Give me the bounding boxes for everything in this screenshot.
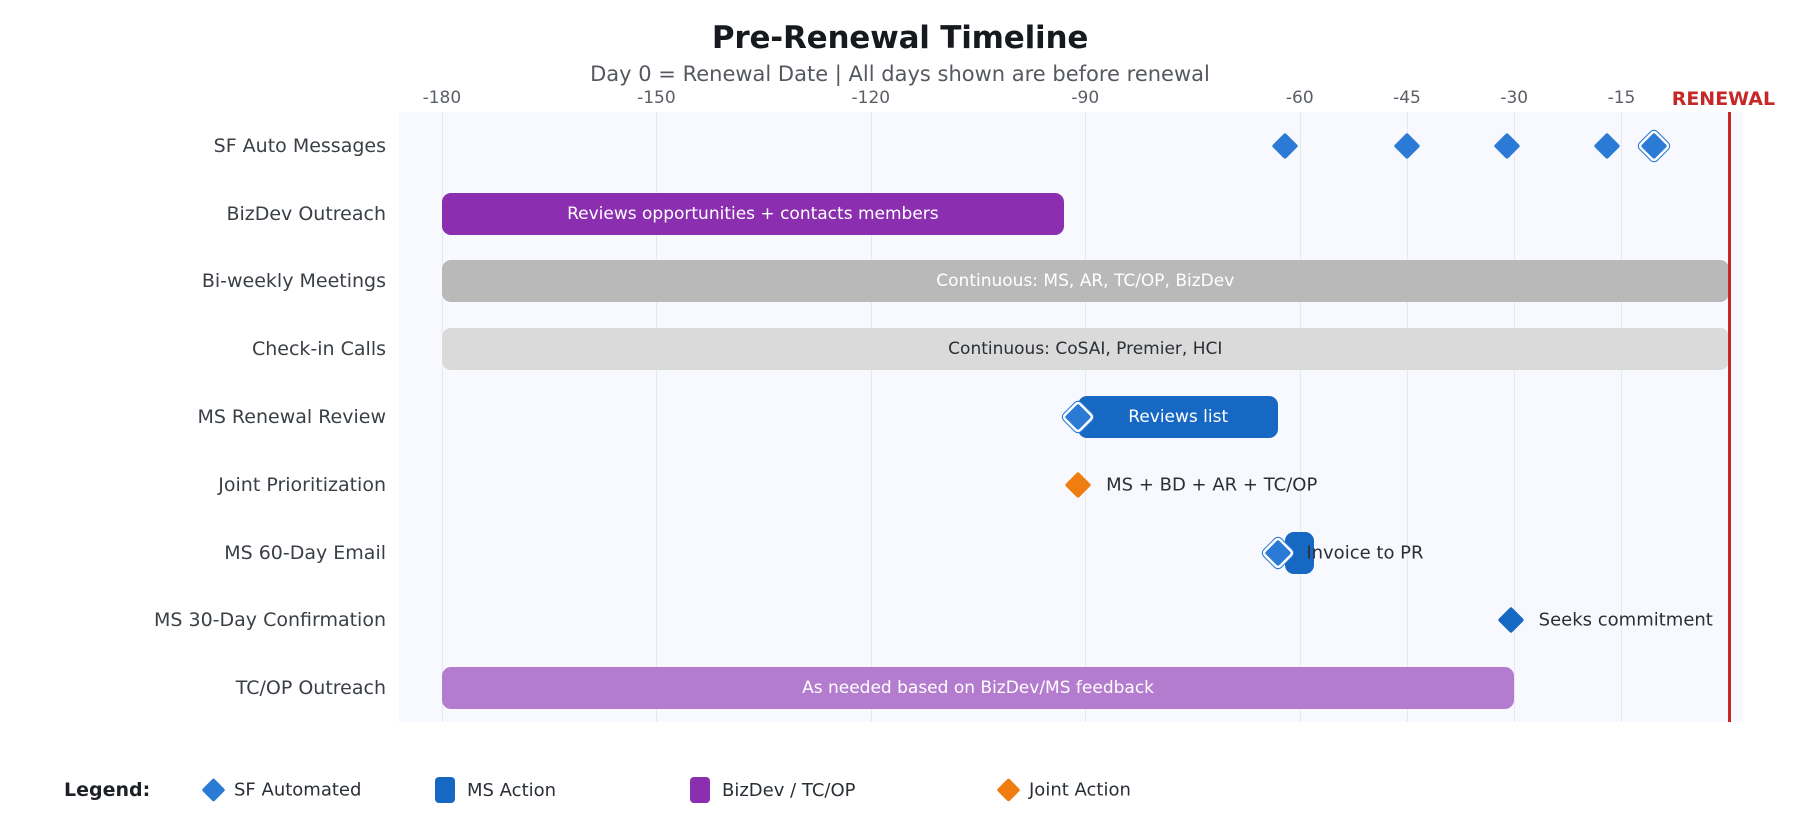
legend-label: BizDev / TC/OP — [722, 779, 856, 801]
timeline-marker-label: Invoice to PR — [1306, 542, 1424, 564]
timeline-bar[interactable]: Reviews opportunities + contacts members — [441, 192, 1064, 235]
x-axis-tick-label: -150 — [637, 88, 676, 108]
y-axis-row-label[interactable]: MS Renewal Review — [197, 406, 386, 428]
legend-item[interactable]: SF Automated — [201, 777, 362, 803]
timeline-bar-label: Continuous: MS, AR, TC/OP, BizDev — [936, 271, 1235, 292]
renewal-line — [1727, 112, 1731, 722]
legend-diamond-icon — [996, 777, 1021, 803]
timeline-bar-label: Reviews opportunities + contacts members — [567, 203, 939, 224]
timeline-marker-label: Seeks commitment — [1538, 609, 1713, 631]
y-axis-row-label[interactable]: Bi-weekly Meetings — [201, 270, 386, 293]
gridline--15 — [1621, 112, 1623, 722]
legend-rect-icon — [435, 777, 455, 803]
chart-title: Pre-Renewal Timeline — [711, 20, 1089, 56]
legend-item[interactable]: MS Action — [435, 777, 556, 803]
legend-item[interactable]: Joint Action — [996, 777, 1131, 803]
y-axis-row-label[interactable]: SF Auto Messages — [213, 134, 386, 157]
gridline--180 — [441, 112, 443, 722]
gridline--45 — [1407, 112, 1408, 722]
timeline-marker-label: MS + BD + AR + TC/OP — [1106, 474, 1318, 496]
timeline-bar-label: Continuous: CoSAI, Premier, HCI — [948, 339, 1223, 360]
renewal-label: RENEWAL — [1671, 88, 1776, 110]
timeline-bar[interactable]: Continuous: CoSAI, Premier, HCI — [441, 328, 1729, 371]
x-axis-tick-label: -15 — [1607, 88, 1636, 108]
legend-item[interactable]: BizDev / TC/OP — [690, 777, 856, 803]
x-axis-tick-label: -45 — [1393, 88, 1421, 108]
legend-rect-icon — [690, 777, 710, 803]
x-axis-tick-label: -30 — [1500, 88, 1529, 108]
x-axis-tick-label: -180 — [422, 88, 462, 108]
gridline--60 — [1299, 112, 1301, 722]
timeline-bar[interactable]: Continuous: MS, AR, TC/OP, BizDev — [441, 260, 1729, 303]
chart-subtitle: Day 0 = Renewal Date | All days shown ar… — [590, 62, 1210, 86]
gridline--30 — [1514, 112, 1516, 722]
timeline-bar-label: As needed based on BizDev/MS feedback — [802, 678, 1155, 699]
y-axis-row-label[interactable]: TC/OP Outreach — [235, 677, 386, 700]
legend-diamond-icon — [201, 777, 226, 803]
x-axis-tick-label: -90 — [1071, 88, 1100, 108]
y-axis-row-label[interactable]: MS 30-Day Confirmation — [153, 609, 386, 632]
y-axis-row-label[interactable]: Check-in Calls — [251, 338, 386, 361]
x-axis-tick-label: -60 — [1285, 88, 1314, 108]
timeline-bar[interactable]: Reviews list — [1078, 396, 1279, 438]
legend-label: SF Automated — [234, 779, 362, 801]
y-axis-row-label[interactable]: Joint Prioritization — [218, 473, 386, 496]
timeline-bar[interactable]: As needed based on BizDev/MS feedback — [441, 667, 1515, 710]
gridline--150 — [656, 112, 658, 722]
gridline--120 — [870, 112, 872, 722]
legend-label: Joint Action — [1029, 779, 1131, 801]
legend-label: MS Action — [467, 779, 557, 801]
timeline-bar-label: Reviews list — [1128, 407, 1229, 427]
y-axis-row-label[interactable]: BizDev Outreach — [226, 202, 386, 225]
y-axis-row-label[interactable]: MS 60-Day Email — [224, 541, 386, 564]
legend: Legend: SF Automated MS Action BizDev / TC… — [0, 770, 1800, 810]
x-axis-tick-label: -120 — [851, 88, 891, 108]
legend-title: Legend: — [64, 779, 151, 801]
